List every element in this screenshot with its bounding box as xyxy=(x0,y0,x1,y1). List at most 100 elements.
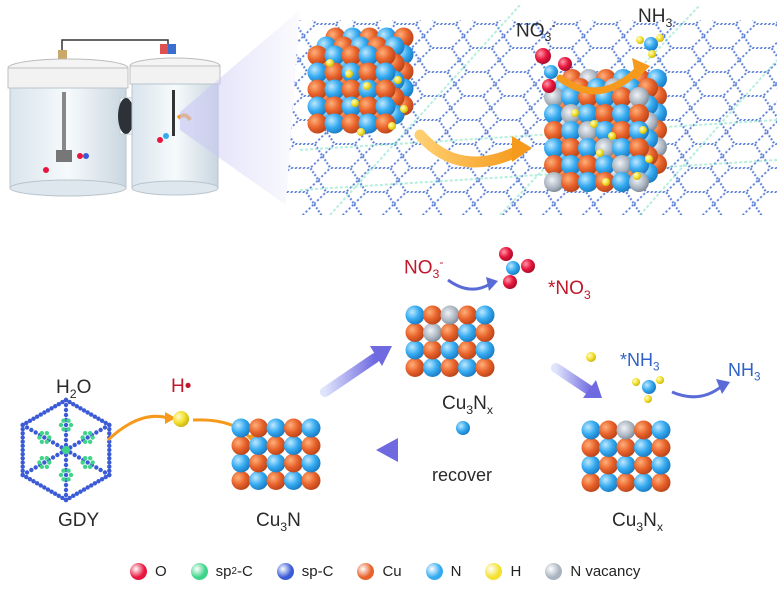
nitrogen-atom xyxy=(375,62,396,83)
sp-carbon-atom xyxy=(63,422,69,428)
sp-carbon-atom xyxy=(20,422,25,428)
sp-carbon-atom xyxy=(63,482,69,488)
hydrogen-atom xyxy=(571,109,579,117)
sp-carbon-atom xyxy=(107,472,112,478)
sp-carbon-atom xyxy=(52,404,58,409)
sp2-carbon-atom xyxy=(61,468,66,473)
hydrogen-atom xyxy=(394,76,402,84)
sp-carbon-atom xyxy=(107,460,112,465)
sp-carbon-atom xyxy=(94,465,99,470)
adsorbed-nitrate-label: *NO3 xyxy=(548,278,591,302)
released-nitrogen-atom xyxy=(456,421,470,435)
sp-carbon-atom xyxy=(85,460,90,465)
oxygen-atom-icon xyxy=(130,563,147,580)
nitrogen-atom xyxy=(612,104,632,124)
legend-label: sp xyxy=(215,563,232,580)
sp-carbon-atom xyxy=(27,476,33,482)
sp-carbon-atom xyxy=(31,479,36,484)
nitrogen-atom xyxy=(423,358,442,377)
sp-carbon-atom xyxy=(20,439,25,444)
sp2-carbon-atom xyxy=(66,427,71,432)
copper-atom xyxy=(231,471,251,490)
sp-carbon-atom xyxy=(107,443,112,449)
nitrogen-atom xyxy=(284,471,303,490)
copper-atom xyxy=(561,172,581,192)
electrochemical-cell xyxy=(7,39,221,197)
sp-carbon-atom xyxy=(71,401,76,407)
copper-atom xyxy=(249,453,268,473)
hydrogen-atom xyxy=(602,178,610,186)
nitrogen-atom xyxy=(612,172,632,192)
nitrogen-atom xyxy=(634,438,653,457)
copper-atom xyxy=(634,455,653,475)
sp-carbon-atom xyxy=(107,464,112,469)
nitrogen-vacancy xyxy=(440,305,460,325)
nitrogen-atom xyxy=(544,138,564,158)
sp2-carbon-atom xyxy=(87,464,93,470)
sp-carbon-atom xyxy=(103,474,108,480)
nitrogen-atom xyxy=(405,305,425,325)
sp-carbon-atom xyxy=(42,460,47,465)
sp2-carbon-atom xyxy=(47,435,52,440)
adsorbed-ammonia-molecule xyxy=(632,376,664,403)
sp-carbon-atom xyxy=(89,483,94,488)
sp-carbon-atom xyxy=(98,467,103,473)
sp-carbon-atom xyxy=(94,430,99,435)
sp-carbon-atom xyxy=(63,407,69,413)
sp2-carbon-atom xyxy=(44,439,50,445)
nitrogen-atom xyxy=(440,340,460,360)
copper-atom xyxy=(599,420,618,440)
nitrogen-atom xyxy=(249,436,268,455)
copper-atom xyxy=(578,155,598,175)
copper-atom xyxy=(595,104,615,124)
sp-carbon-atom xyxy=(72,452,77,458)
sp2-carbon-atom xyxy=(44,464,50,470)
sp2-carbon-atom xyxy=(82,439,88,445)
zoom-beam xyxy=(180,10,300,215)
nitrogen-atom xyxy=(458,358,477,377)
hydrogen-radical-label: H• xyxy=(171,376,192,397)
sp-carbon-atom xyxy=(20,443,25,449)
sp-carbon-atom xyxy=(20,460,25,465)
sp2-carbon-atom xyxy=(39,464,45,470)
sp-carbon-atom xyxy=(63,402,69,408)
sp-carbon-atom xyxy=(63,437,69,443)
copper-atom xyxy=(375,79,396,100)
copper-atom xyxy=(301,471,321,490)
sp-carbon-atom xyxy=(107,439,112,444)
nitrogen-atom xyxy=(231,418,251,438)
sp-carbon-atom xyxy=(49,406,54,411)
sp2-carbon-atom xyxy=(82,430,88,436)
sp-carbon-atom xyxy=(63,432,69,438)
sp-carbon-atom xyxy=(71,493,76,499)
legend-item-hydrogen-atom: H xyxy=(485,563,521,580)
nitrogen-atom xyxy=(599,438,618,457)
sp2-carbon-atom xyxy=(87,455,93,461)
cu3n-lattice xyxy=(231,418,321,490)
nitrogen-atom xyxy=(301,418,321,438)
nitrogen-atom xyxy=(634,473,653,492)
hydrogen-atom xyxy=(639,126,647,134)
nitrogen-atom xyxy=(561,87,581,107)
sp-carbon-atom xyxy=(20,435,25,440)
copper-atom xyxy=(544,121,564,141)
sp2-carbon-atom xyxy=(58,422,64,428)
copper-atom xyxy=(651,473,671,492)
adsorbed-nitrate-molecule xyxy=(499,247,535,289)
legend-label: sp-C xyxy=(301,563,334,580)
nitrogen-vacancy xyxy=(544,172,564,192)
conversion-arrow-top xyxy=(414,129,526,168)
sp-carbon-atom xyxy=(24,420,29,426)
nitrogen-atom xyxy=(599,473,618,492)
legend-item-copper-atom: Cu xyxy=(357,563,402,580)
sp-carbon-atom xyxy=(63,492,69,498)
copper-atom xyxy=(341,79,362,100)
nitrogen-vacancy xyxy=(561,104,581,124)
sp-carbon-atom xyxy=(50,440,56,445)
reaction-arrow-top xyxy=(556,64,644,95)
sp2-carbon-atom xyxy=(68,422,74,428)
copper-atom xyxy=(284,453,303,473)
sp-carbon-atom xyxy=(20,426,25,432)
sp-carbon-atom xyxy=(67,495,72,501)
